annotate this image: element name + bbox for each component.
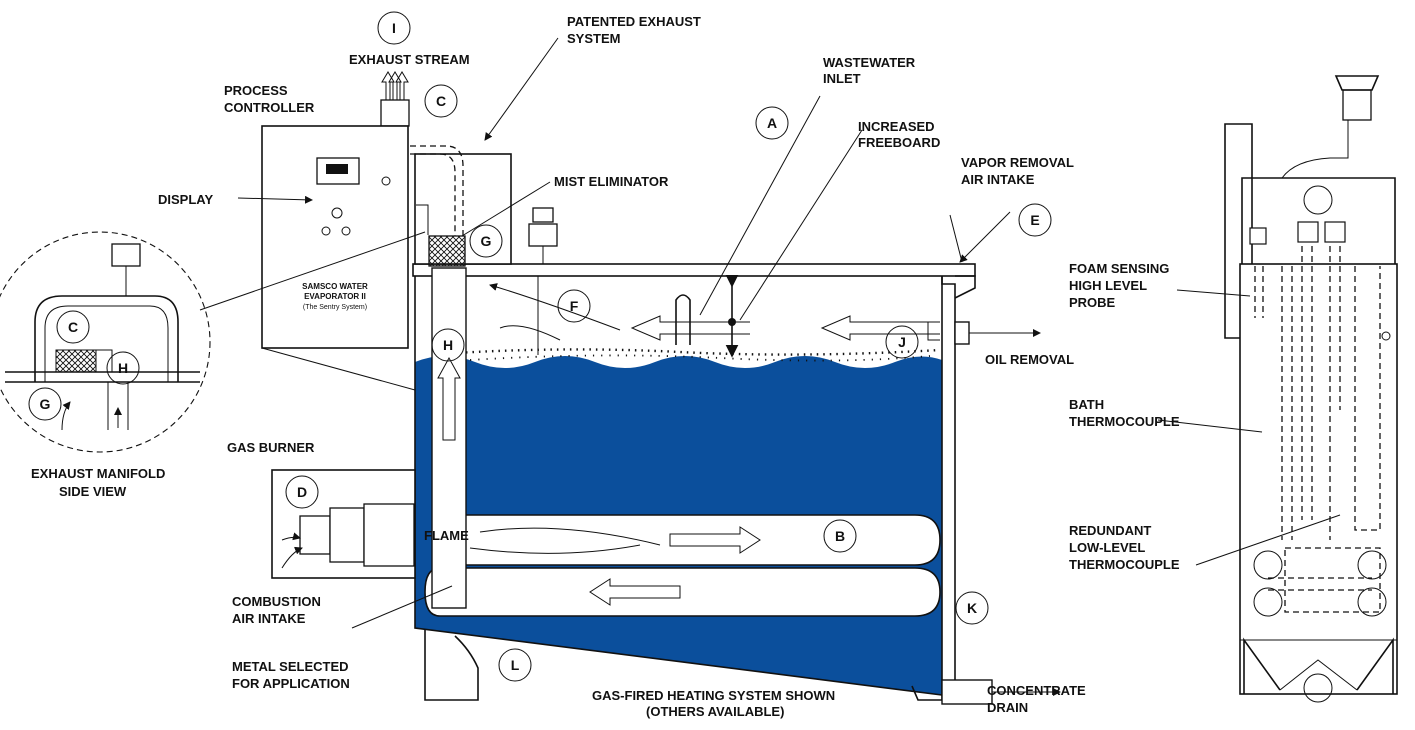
marker-b: B <box>823 519 857 553</box>
increased-freeboard-line2: FREEBOARD <box>858 135 940 150</box>
svg-text:G: G <box>481 233 492 249</box>
foam-sensing-line1: FOAM SENSING <box>1069 261 1169 276</box>
marker-f: F <box>557 289 591 323</box>
side-elevation <box>1224 75 1398 703</box>
marker-d: D <box>285 475 319 509</box>
vapor-removal-line1: VAPOR REMOVAL <box>961 155 1074 170</box>
svg-text:L: L <box>511 657 520 673</box>
process-controller-cabinet: SAMSCO WATER EVAPORATOR II (The Sentry S… <box>261 125 416 391</box>
display-label: DISPLAY <box>158 192 213 207</box>
svg-text:G: G <box>40 396 51 412</box>
concentrate-drain-pipe <box>941 679 993 705</box>
gas-burner-label: GAS BURNER <box>227 440 315 455</box>
marker-i: I <box>377 11 411 45</box>
wastewater-inlet-line2: INLET <box>823 71 861 86</box>
metal-selected-line1: METAL SELECTED <box>232 659 349 674</box>
wastewater-inlet-line1: WASTEWATER <box>823 55 916 70</box>
redundant-thermocouple-line3: THERMOCOUPLE <box>1069 557 1180 572</box>
exhaust-manifold-line1: EXHAUST MANIFOLD <box>31 466 165 481</box>
marker-g-inset: G <box>28 387 62 421</box>
cabinet-title-line1: SAMSCO WATER <box>302 282 368 291</box>
oil-removal-nozzle <box>954 321 970 345</box>
foam-sensing-line2: HIGH LEVEL <box>1069 278 1147 293</box>
process-controller-line1: PROCESS <box>224 83 288 98</box>
vapor-removal-line2: AIR INTAKE <box>961 172 1035 187</box>
marker-c-top: C <box>424 84 458 118</box>
svg-text:I: I <box>392 20 396 36</box>
concentrate-drain-line2: DRAIN <box>987 700 1028 715</box>
svg-text:D: D <box>297 484 307 500</box>
marker-e: E <box>1018 203 1052 237</box>
oil-removal-label: OIL REMOVAL <box>985 352 1074 367</box>
marker-g: G <box>469 224 503 258</box>
patented-exhaust-line1: PATENTED EXHAUST <box>567 14 701 29</box>
svg-text:E: E <box>1030 212 1039 228</box>
exhaust-stream-label: EXHAUST STREAM <box>349 52 470 67</box>
foam-sensing-line3: PROBE <box>1069 295 1116 310</box>
svg-text:C: C <box>68 319 78 335</box>
marker-h-inset: H <box>106 351 140 385</box>
cabinet-title-line2: EVAPORATOR II <box>304 292 366 301</box>
bath-thermocouple-line1: BATH <box>1069 397 1104 412</box>
concentrate-drain-line1: CONCENTRATE <box>987 683 1086 698</box>
combustion-air-line2: AIR INTAKE <box>232 611 306 626</box>
labels: PATENTED EXHAUST SYSTEM EXHAUST STREAM W… <box>31 14 1180 719</box>
leader-lines <box>199 37 1341 629</box>
metal-selected-line2: FOR APPLICATION <box>232 676 350 691</box>
svg-text:J: J <box>898 334 906 350</box>
marker-c-inset: C <box>56 310 90 344</box>
tank-lid <box>412 263 976 277</box>
main-tank <box>412 263 1061 705</box>
svg-text:C: C <box>436 93 446 109</box>
svg-text:B: B <box>835 528 845 544</box>
patented-exhaust-line2: SYSTEM <box>567 31 620 46</box>
marker-k: K <box>955 591 989 625</box>
heating-tubes <box>424 514 941 617</box>
combustion-air-line1: COMBUSTION <box>232 594 321 609</box>
cabinet-title-line3: (The Sentry System) <box>303 304 367 311</box>
svg-text:F: F <box>570 298 579 314</box>
markers: I C A E G F H J C H G D B K L <box>28 11 1052 682</box>
redundant-thermocouple-line2: LOW-LEVEL <box>1069 540 1145 555</box>
process-controller-line2: CONTROLLER <box>224 100 315 115</box>
bath-thermocouple-line2: THERMOCOUPLE <box>1069 414 1180 429</box>
marker-h: H <box>431 328 465 362</box>
exhaust-manifold-line2: SIDE VIEW <box>59 484 127 499</box>
marker-a: A <box>755 106 789 140</box>
mist-eliminator-label: MIST ELIMINATOR <box>554 174 669 189</box>
gas-fired-line1: GAS-FIRED HEATING SYSTEM SHOWN <box>592 688 835 703</box>
exhaust-manifold-inset <box>0 231 211 453</box>
gas-burner <box>271 469 416 579</box>
svg-text:A: A <box>767 115 777 131</box>
redundant-thermocouple-line1: REDUNDANT <box>1069 523 1151 538</box>
svg-text:K: K <box>967 600 977 616</box>
flame-label: FLAME <box>424 528 469 543</box>
marker-j: J <box>885 325 919 359</box>
svg-text:H: H <box>118 360 128 376</box>
marker-l: L <box>498 648 532 682</box>
tank-leg-left <box>424 630 479 701</box>
exhaust-system <box>380 71 558 609</box>
svg-text:H: H <box>443 337 453 353</box>
mist-eliminator <box>428 235 466 267</box>
gas-fired-line2: (OTHERS AVAILABLE) <box>646 704 784 719</box>
increased-freeboard-line1: INCREASED <box>858 119 935 134</box>
